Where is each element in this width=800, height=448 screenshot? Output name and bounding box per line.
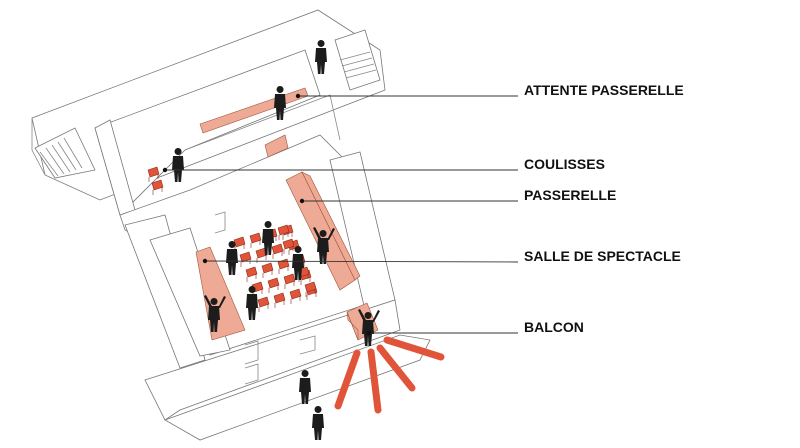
seat: [277, 224, 290, 240]
label-attente-passerelle: ATTENTE PASSERELLE: [524, 82, 684, 98]
person-figure: [315, 40, 327, 74]
light-rays: [334, 336, 445, 414]
seat: [147, 166, 160, 182]
person-figure: [226, 241, 238, 275]
figures: [172, 40, 380, 440]
seat: [283, 273, 296, 289]
label-coulisses: COULISSES: [524, 156, 605, 172]
balcon-box: [346, 302, 379, 341]
person-figure: [313, 227, 335, 264]
person-figure: [172, 148, 184, 182]
seat: [271, 243, 284, 259]
building-outline: [31, 9, 431, 441]
light-ray: [367, 348, 382, 414]
seat: [273, 292, 286, 308]
person-figure: [274, 86, 286, 120]
person-figure: [262, 221, 274, 255]
seat: [261, 262, 274, 278]
person-figure: [204, 295, 226, 332]
light-ray: [376, 344, 416, 392]
seat: [304, 281, 317, 297]
seat: [282, 238, 295, 254]
seat: [249, 232, 262, 248]
person-figure: [246, 286, 258, 320]
leader-lines: [162, 93, 519, 336]
seat: [151, 179, 164, 195]
seat: [289, 288, 302, 304]
label-salle-de-spectacle: SALLE DE SPECTACLE: [524, 248, 681, 264]
seat: [257, 296, 270, 312]
label-passerelle: PASSERELLE: [524, 187, 616, 203]
label-balcon: BALCON: [524, 319, 584, 335]
person-figure: [299, 370, 311, 404]
seat: [267, 277, 280, 293]
seat: [245, 266, 258, 282]
light-ray: [383, 336, 445, 361]
light-ray: [334, 349, 361, 410]
audience-seats: [147, 166, 318, 312]
seat: [277, 258, 290, 274]
person-figure: [358, 309, 380, 346]
person-figure: [312, 406, 324, 440]
person-figure: [292, 246, 304, 280]
